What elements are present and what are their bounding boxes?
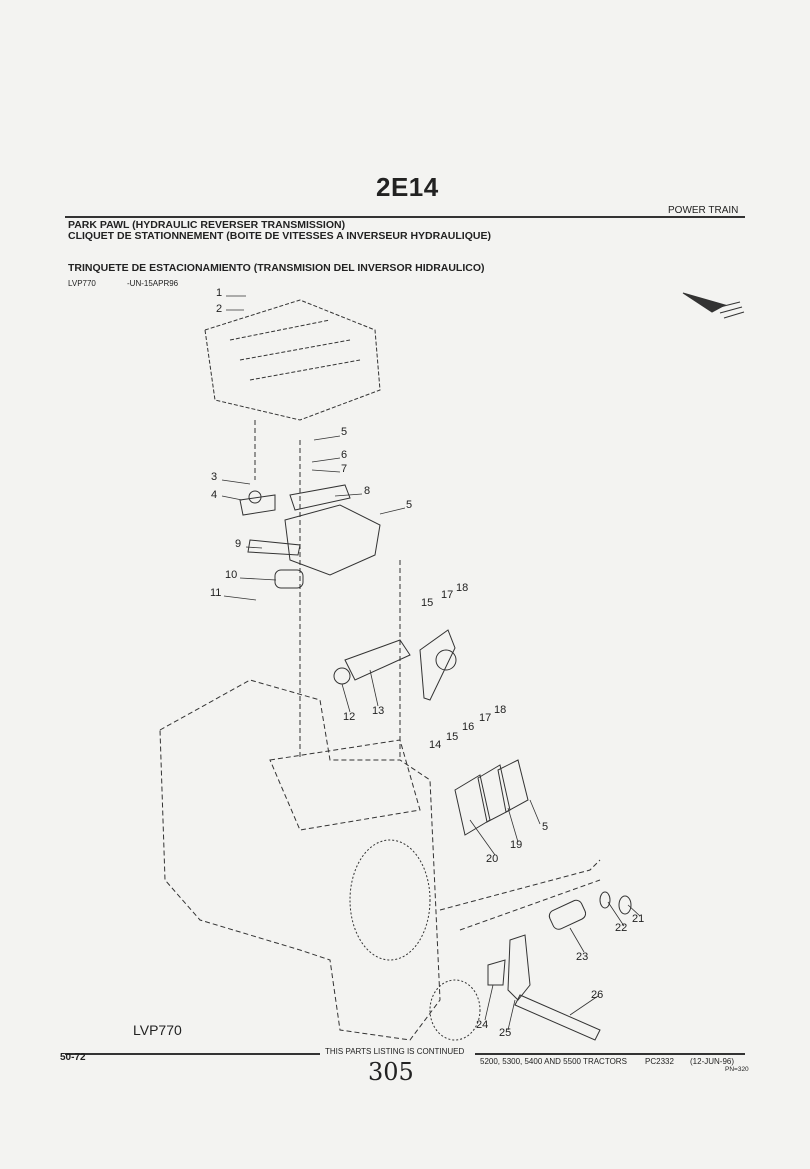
- callout: 2: [216, 303, 223, 315]
- direction-arrow-icon: [682, 292, 745, 319]
- gear: [349, 839, 481, 1041]
- callout: 5: [542, 821, 549, 833]
- footer-rule-right: [475, 1053, 745, 1055]
- callout: 23: [576, 951, 589, 963]
- header-rule: [65, 216, 745, 218]
- shaft-26: [514, 994, 601, 1041]
- callout: 10: [225, 569, 238, 581]
- callout: 21: [632, 913, 645, 925]
- callout: 26: [591, 989, 604, 1001]
- illustration-label: LVP770: [133, 1022, 182, 1038]
- callout: 17: [479, 712, 492, 724]
- models: 5200, 5300, 5400 AND 5500 TRACTORS: [480, 1057, 627, 1066]
- callout: 5: [406, 499, 413, 511]
- callout: 24: [476, 1019, 489, 1031]
- callout: 16: [462, 721, 475, 733]
- callout: 8: [364, 485, 371, 497]
- callout: 15: [446, 731, 459, 743]
- catalog-date: (12-JUN-96): [690, 1057, 735, 1066]
- callout: 25: [499, 1027, 512, 1039]
- shaft-23: [548, 891, 632, 930]
- illustration-id: LVP770: [68, 279, 96, 288]
- callout: 9: [235, 538, 242, 550]
- callout: 3: [211, 471, 218, 483]
- callout: 20: [486, 853, 499, 865]
- leader-lines: [221, 295, 641, 1031]
- callout: 6: [341, 449, 348, 461]
- callout: 18: [494, 704, 507, 716]
- section-label: POWER TRAIN: [668, 205, 739, 216]
- transmission-housing: [159, 420, 601, 1041]
- callout: 17: [441, 589, 454, 601]
- pawl-bracket: [239, 484, 381, 576]
- callout: 1: [216, 287, 223, 299]
- title-spanish: TRINQUETE DE ESTACIONAMIENTO (TRANSMISIO…: [68, 262, 485, 274]
- page-number: 50-72: [60, 1052, 86, 1063]
- illustration-date: -UN-15APR96: [127, 279, 179, 288]
- lever-14: [419, 629, 457, 701]
- footer-rule-left: [65, 1053, 320, 1055]
- callout: 18: [456, 582, 469, 594]
- valve-block: [204, 299, 381, 421]
- lever-9: [247, 539, 301, 556]
- callout: 19: [510, 839, 523, 851]
- callout: 11: [210, 587, 222, 599]
- callout: 5: [341, 426, 348, 438]
- callout: 15: [421, 597, 434, 609]
- callout: 13: [372, 705, 385, 717]
- page-code: 2E14: [376, 172, 439, 202]
- sleeve-10: [274, 569, 304, 589]
- title-english: PARK PAWL (HYDRAULIC REVERSER TRANSMISSI…: [68, 219, 346, 231]
- gaskets-19-20: [454, 759, 529, 836]
- continued-note: THIS PARTS LISTING IS CONTINUED: [325, 1047, 465, 1056]
- callout: 4: [211, 489, 218, 501]
- title-french: CLIQUET DE STATIONNEMENT (BOITE DE VITES…: [68, 230, 491, 242]
- callout: 22: [615, 922, 628, 934]
- pn-number: PN=320: [725, 1066, 749, 1073]
- handwritten-page-number: 305: [368, 1058, 414, 1086]
- callout: 12: [343, 711, 356, 723]
- callout: 7: [341, 463, 348, 475]
- pawl-25: [487, 934, 531, 1001]
- catalog-number: PC2332: [645, 1057, 674, 1066]
- callout: 14: [429, 739, 442, 751]
